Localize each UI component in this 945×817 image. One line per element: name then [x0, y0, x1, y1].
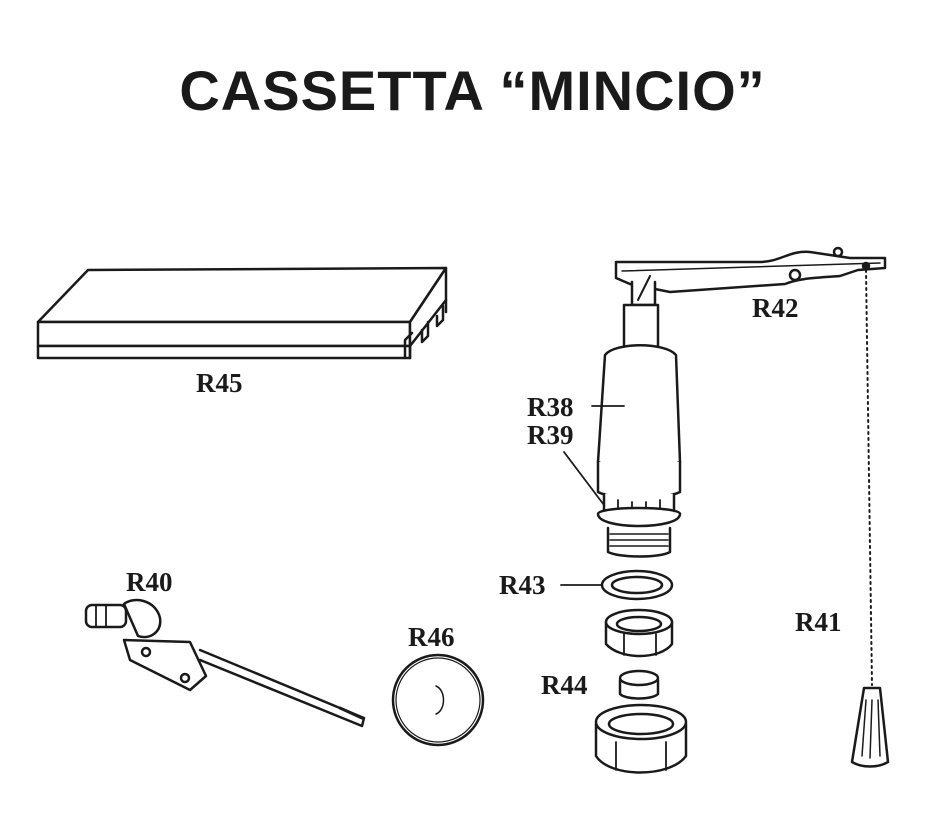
label-r43: R43	[499, 570, 546, 600]
part-r46-disc	[391, 653, 485, 747]
part-large-nut	[594, 703, 688, 774]
label-r40: R40	[126, 567, 173, 597]
label-r39: R39	[527, 420, 574, 450]
part-r40-float-valve	[84, 598, 366, 728]
part-r41-chain	[850, 269, 890, 768]
label-r45: R45	[196, 368, 243, 398]
label-r44: R44	[541, 670, 588, 700]
part-r44-cap	[618, 669, 660, 700]
leader-lines	[560, 405, 625, 586]
label-r46: R46	[408, 622, 455, 652]
part-r45-lid	[36, 266, 448, 360]
label-r41: R41	[795, 607, 842, 637]
label-r42: R42	[752, 293, 799, 323]
leader-r39	[563, 451, 605, 506]
part-r38-valve-body	[596, 303, 682, 558]
diagram-title: CASSETTA “MINCIO”	[179, 59, 766, 122]
part-r42-lever	[614, 246, 887, 307]
part-nut	[604, 608, 674, 658]
part-r43-washer	[600, 569, 674, 601]
label-r38: R38	[527, 392, 574, 422]
